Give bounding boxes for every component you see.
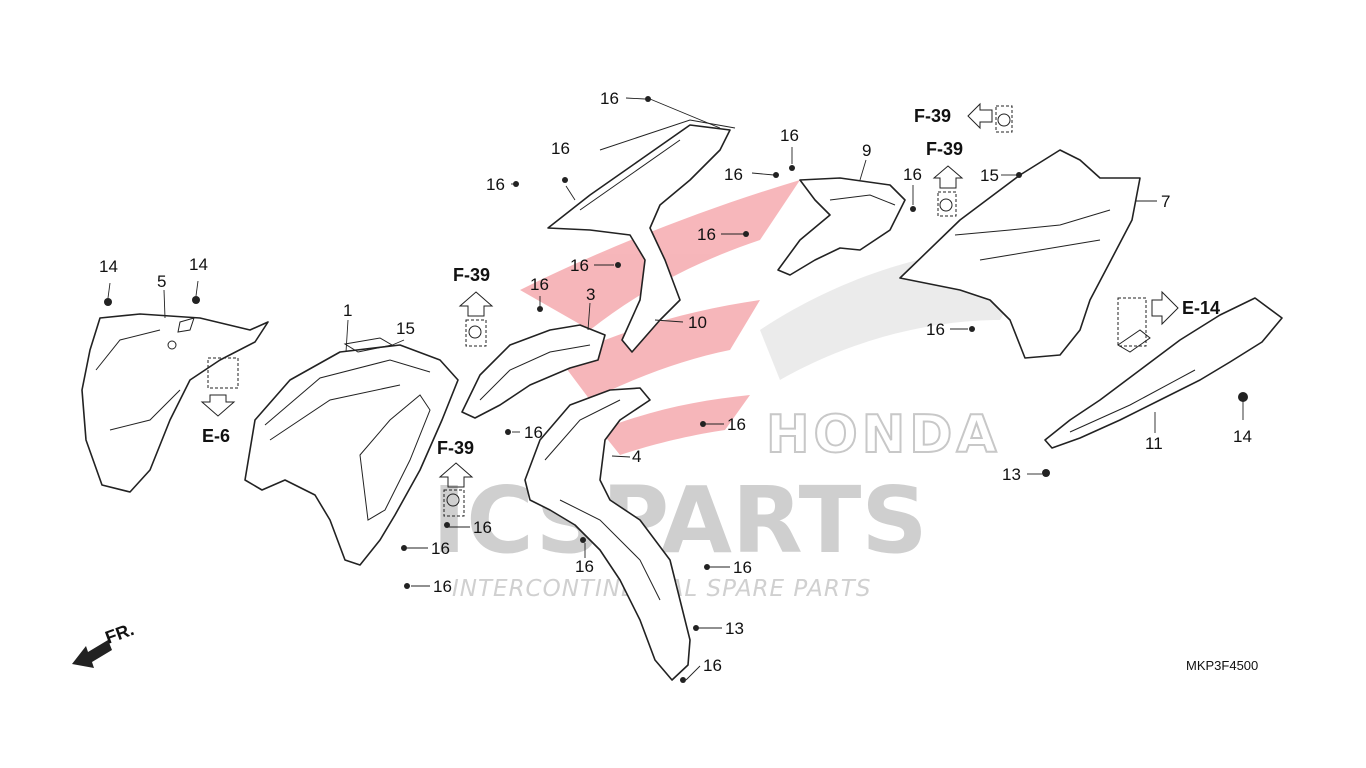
ref-arrow-e6: [200, 357, 239, 417]
callout-16-c: 16: [486, 175, 505, 194]
callout-16-n: 16: [780, 126, 799, 145]
part-10-upper-inner: [547, 119, 736, 353]
callout-16-f: 16: [524, 423, 543, 442]
callout-4: 4: [632, 447, 641, 466]
diagram-code: MKP3F4500: [1186, 658, 1258, 673]
part-1-side-cowl: [244, 337, 459, 566]
ref-arrow-e14: [1117, 290, 1179, 347]
callout-16-g: 16: [727, 415, 746, 434]
callout-16-p: 16: [697, 225, 716, 244]
callouts: 14 14 5 1 15 16 16 16 16 16 3 10 16 16 4…: [99, 89, 1252, 675]
ref-f39-lower: F-39: [437, 438, 474, 458]
callout-13-center: 13: [725, 619, 744, 638]
ref-f39-top: F-39: [914, 106, 951, 126]
callout-16-e: 16: [530, 275, 549, 294]
callout-14-right: 14: [1233, 427, 1252, 446]
ref-e6: E-6: [202, 426, 230, 446]
callout-16-a: 16: [600, 89, 619, 108]
callout-1: 1: [343, 301, 352, 320]
callout-16-d: 16: [570, 256, 589, 275]
callout-9: 9: [862, 141, 871, 160]
callout-13-right: 13: [1002, 465, 1021, 484]
callout-10: 10: [688, 313, 707, 332]
part-7-right-cowl: [899, 149, 1141, 359]
callout-16-l: 16: [733, 558, 752, 577]
watermark-brand: HONDA: [766, 405, 1001, 465]
leader-lines: [107, 97, 1244, 681]
hardware-bolts: [104, 96, 1248, 683]
part-4-inner-panel: [524, 387, 691, 681]
callout-16-o: 16: [724, 165, 743, 184]
callout-16-j: 16: [433, 577, 452, 596]
part-11-lower-cover: [1044, 297, 1283, 449]
ref-f39-center: F-39: [453, 265, 490, 285]
callout-14-left-b: 14: [189, 255, 208, 274]
callout-16-h: 16: [473, 518, 492, 537]
callout-16-m: 16: [703, 656, 722, 675]
callout-16-i: 16: [431, 539, 450, 558]
callout-7: 7: [1161, 192, 1170, 211]
ref-f39-mid-right: F-39: [926, 139, 963, 159]
part-3-bracket-cover: [461, 324, 606, 419]
reference-labels: F-39 F-39 F-39 F-39 E-6 E-14: [202, 106, 1220, 458]
part-9-center-cover: [777, 177, 906, 276]
part-5-inner-cowl: [81, 313, 269, 493]
watermark-main: ICSPARTS: [432, 467, 928, 574]
ref-arrow-f39-mid-right: [932, 165, 964, 217]
ref-arrow-f39-top: [967, 102, 1013, 133]
front-direction-arrow: [72, 640, 112, 668]
callout-3: 3: [586, 285, 595, 304]
front-label: FR.: [103, 619, 137, 648]
ref-arrow-f39-center: [458, 291, 494, 347]
callout-5: 5: [157, 272, 166, 291]
callout-14-left: 14: [99, 257, 118, 276]
callout-16-r: 16: [926, 320, 945, 339]
callout-16-b: 16: [551, 139, 570, 158]
callout-16-k: 16: [575, 557, 594, 576]
callout-11: 11: [1145, 434, 1163, 453]
callout-15-left: 15: [396, 319, 415, 338]
ref-e14: E-14: [1182, 298, 1220, 318]
callout-16-q: 16: [903, 165, 922, 184]
ref-arrow-f39-lower: [438, 462, 474, 517]
callout-15-right: 15: [980, 166, 999, 185]
